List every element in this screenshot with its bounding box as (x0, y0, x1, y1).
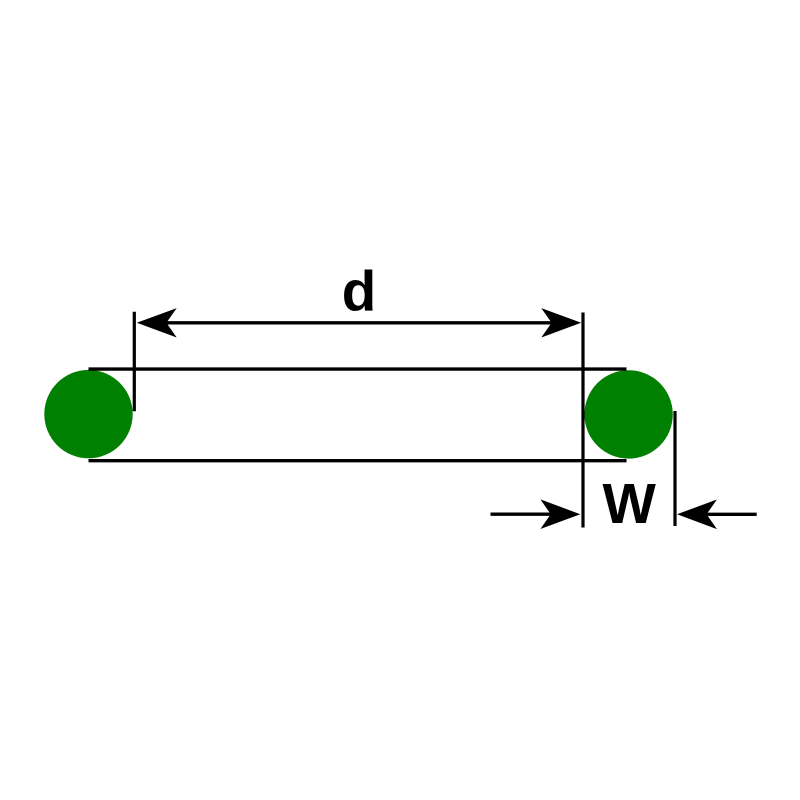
svg-text:W: W (603, 472, 657, 535)
svg-text:d: d (342, 260, 377, 323)
